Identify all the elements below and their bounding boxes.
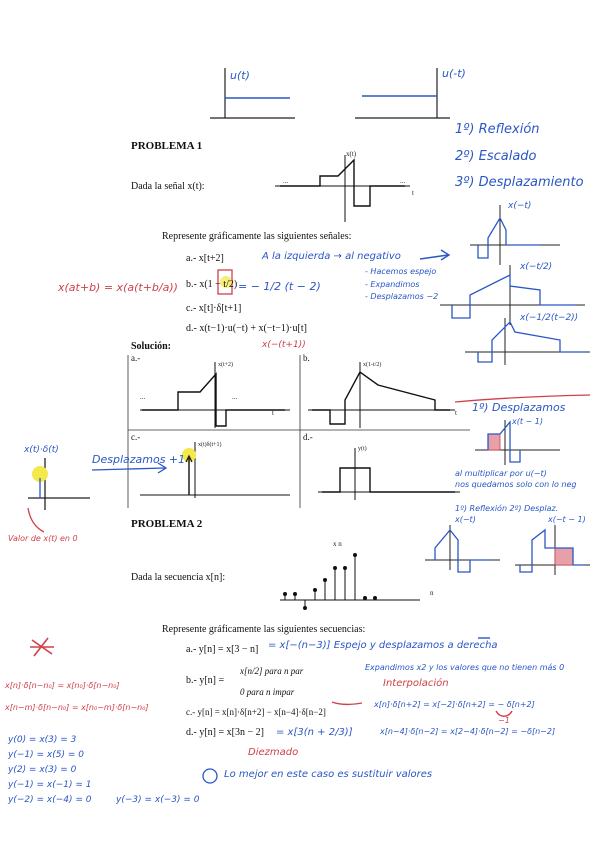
step-3: 3º) Desplazamiento <box>455 175 584 190</box>
value-right: y(−3) = x(−3) = 0 <box>116 795 200 805</box>
panel-d-fn: y(t) <box>358 446 367 452</box>
value-1: y(0) = x(3) = 3 <box>8 735 77 745</box>
step-1: 1º) Reflexión <box>455 122 540 137</box>
panel-b-graph <box>308 362 455 428</box>
stem-n-label: n <box>430 589 434 597</box>
x-t-minus-1-label: x(t − 1) <box>512 417 543 426</box>
problem-2-item-b: b.- y[n] = <box>186 675 225 686</box>
x-t-axis: t <box>412 189 414 197</box>
panel-b-t: t <box>455 409 457 417</box>
star-circle <box>202 768 218 784</box>
diezmado: Diezmado <box>248 747 299 758</box>
note-b-list-3: - Desplazamos −2 <box>365 292 439 301</box>
annotation-arrows <box>331 249 513 717</box>
panel-b-fn: x(1-t/2) <box>363 362 382 368</box>
problem-2-item-d: d.- y[n] = x[3n − 2] <box>186 727 264 738</box>
right-label-x-minus-t: x(−t) <box>508 201 532 211</box>
desplazamos-1: Desplazamos +1 <box>92 453 186 466</box>
problem-1-item-b: b.- x(1 − t/2) <box>186 279 238 290</box>
left-graph-label: x(t)·δ(t) <box>24 445 59 455</box>
p2a-note: = x[−(n−3)] Espejo y desplazamos a derec… <box>268 640 498 651</box>
stem-label: x n <box>333 540 342 548</box>
x-ellipsis-right: ... <box>400 177 406 185</box>
top-left-unit-step <box>210 68 295 119</box>
panel-b-label: b. <box>303 353 310 363</box>
highlight-dot <box>220 276 232 288</box>
panel-c-graph <box>140 442 290 498</box>
note-a: A la izquierda → al negativo <box>262 251 401 262</box>
problem-2-item-c: c.- y[n] = x[n]·δ[n+2] − x[n−4]·δ[n−2] <box>186 707 326 717</box>
problem-1-given: Dada la señal x(t): <box>131 181 205 192</box>
step-2: 2º) Escalado <box>455 149 537 164</box>
panel-d-label: d.- <box>303 432 313 442</box>
lo-mejor: Lo mejor en este caso es sustituir valor… <box>224 769 433 780</box>
top-right-unit-step <box>355 68 450 119</box>
panel-a-graph <box>140 362 290 428</box>
panel-a-label: a.- <box>131 353 141 363</box>
value-2: y(−1) = x(5) = 0 <box>8 750 84 760</box>
panel-c-fn: x(t)δ(t+1) <box>198 442 222 448</box>
delta-rule-1: x[n]·δ[n−n₀] = x[n₀]·δ[n−n₀] <box>5 681 120 690</box>
label-u-of-t: u(t) <box>230 69 250 82</box>
note-b-list-1: - Hacemos espejo <box>365 267 437 276</box>
valor-note: Valor de x(t) en 0 <box>8 534 78 543</box>
p2c-note-2: x[n−4]·δ[n−2] = x[2−4]·δ[n−2] = −δ[n−2] <box>380 727 556 736</box>
p2d-note: = x[3(n + 2/3)] <box>276 727 353 738</box>
panel-a-ellipsis: ... <box>232 393 238 401</box>
x-minus-t-minus-1: x(−t − 1) <box>548 515 586 524</box>
problem-2-item-a: a.- y[n] = x[3 − n] <box>186 644 259 655</box>
value-3: y(2) = x(3) = 0 <box>8 765 77 775</box>
value-4: y(−1) = x(−1) = 1 <box>8 780 92 790</box>
x-of-t-label: x(t) <box>346 150 357 158</box>
problem-2-title: PROBLEMA 2 <box>131 518 203 530</box>
left-delta-sketch <box>27 458 168 533</box>
interpolacion: Interpolación <box>383 678 449 689</box>
desplazamos-label: 1º) Desplazamos <box>472 401 566 414</box>
signal-x-graph <box>275 155 410 222</box>
panel-a-ellipsis-left: ... <box>140 393 146 401</box>
problem-1-title: PROBLEMA 1 <box>131 140 203 152</box>
value-5: y(−2) = x(−4) = 0 <box>8 795 92 805</box>
note-b-list-2: - Expandimos <box>365 280 420 289</box>
problem-2-instruction: Represente gráficamente las siguientes s… <box>162 624 366 635</box>
p2c-note-1-sub: −1 <box>498 716 510 725</box>
sequence-stem-plot <box>280 553 420 610</box>
problem-1-item-c: c.- x[t]·δ[t+1] <box>186 303 242 314</box>
problem-2-given: Dada la secuencia x[n]: <box>131 572 226 583</box>
problem-2-item-b-case1: x[n/2] para n par <box>240 666 304 676</box>
under-d: x(−(t+1)) <box>262 340 306 350</box>
reflexion-desplaz: 1º) Reflexión 2º) Desplaz. <box>455 504 559 513</box>
panel-d-graph <box>318 448 460 500</box>
panel-c-label: c.- <box>131 432 141 442</box>
solution-label: Solución: <box>131 341 172 352</box>
delta-rule-2: x[n−m]·δ[n−n₀] = x[n₀−m]·δ[n−n₀] <box>5 703 149 712</box>
panel-a-fn: x(t+2) <box>218 362 234 368</box>
right-label-x-shift: x(−1/2(t−2)) <box>520 313 579 323</box>
solution-frame <box>127 355 470 508</box>
x-minus-t-bottom: x(−t) <box>455 515 476 524</box>
p2c-note-1: x[n]·δ[n+2] = x[−2]·δ[n+2] = − δ[n+2] <box>374 700 535 709</box>
problem-1-instruction: Represente gráficamente las siguientes s… <box>162 231 352 242</box>
note-b-eq: = − 1/2 (t − 2) <box>238 280 321 293</box>
problem-1-item-a: a.- x[t+2] <box>186 253 224 264</box>
problem-2-item-b-case2: 0 para n impar <box>240 687 295 697</box>
star-mark <box>30 637 54 657</box>
x-ellipsis-left: ... <box>283 177 289 185</box>
panel-a-t: t <box>272 409 274 417</box>
scaling-rule: x(at+b) = x(a(t+b/a)) <box>58 281 178 294</box>
label-u-of-minus-t: u(-t) <box>442 67 466 80</box>
multiply-note-2: nos quedamos solo con lo neg <box>455 480 577 489</box>
right-sketches <box>425 205 591 575</box>
p2b-note: Expandimos x2 y los valores que no tiene… <box>365 663 565 672</box>
problem-1-item-d: d.- x(t−1)·u(−t) + x(−t−1)·u[t] <box>186 323 307 334</box>
right-label-x-minus-t-2: x(−t/2) <box>520 262 553 272</box>
multiply-note-1: al multiplicar por u(−t) <box>455 469 547 478</box>
